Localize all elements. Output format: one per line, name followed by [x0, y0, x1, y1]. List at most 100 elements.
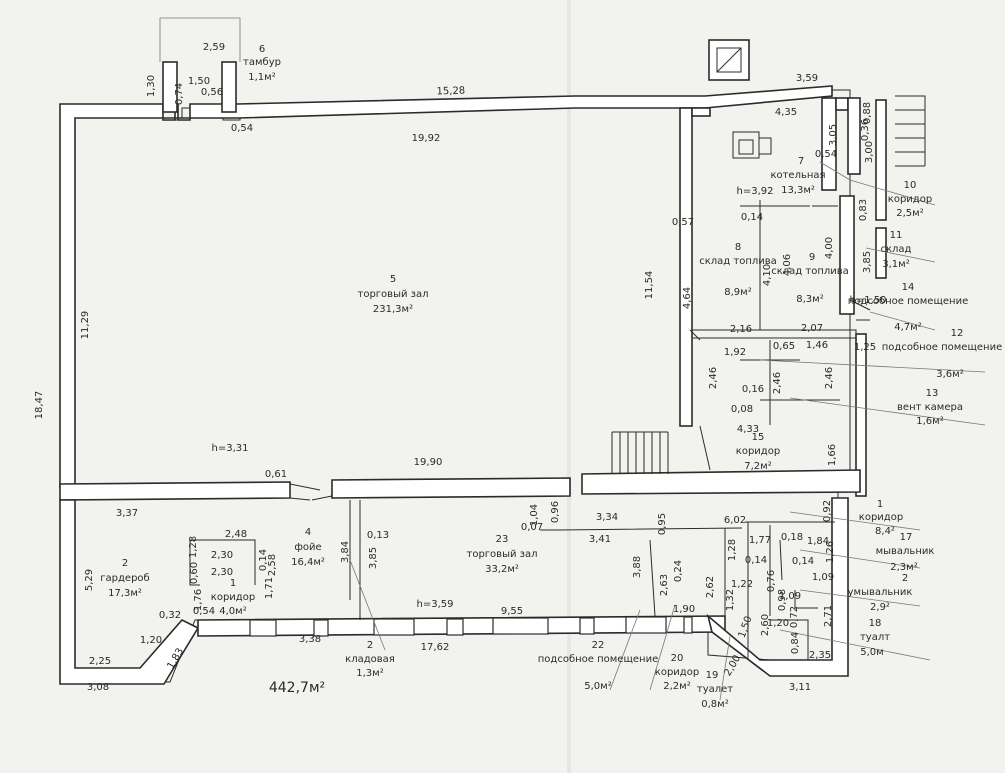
dimension-label: 4,33 — [737, 424, 759, 435]
room-2-area: 17,3м² — [108, 588, 142, 599]
dimension-label: 0,92 — [822, 500, 833, 522]
room-5-area: 231,3м² — [373, 304, 413, 315]
dimension-label: 2,59 — [203, 42, 225, 53]
room-4-number: 4 — [305, 527, 311, 538]
room-19-name: туалет — [697, 684, 733, 695]
room-9-area: 8,3м² — [796, 294, 823, 305]
dimension-label: 1,26 — [825, 541, 836, 563]
dimension-label: 0,74 — [174, 83, 185, 105]
dimension-label: 1,50 — [188, 76, 210, 87]
dimension-label: 2,00 — [723, 653, 744, 678]
dimension-label: 2,62 — [705, 576, 716, 598]
dimension-label: 3,00 — [864, 141, 875, 163]
dimension-label: 4,35 — [775, 107, 797, 118]
dimension-label: 9,55 — [501, 606, 523, 617]
room-10-number: 10 — [904, 180, 917, 191]
dimension-label: 2,46 — [708, 367, 719, 389]
room-2c-area: 2,9² — [870, 602, 890, 613]
dimension-label: 0,60 — [189, 562, 200, 584]
room-2c-name: умывальник — [848, 587, 913, 598]
room-17-area: 2,3м² — [890, 562, 917, 573]
room-1b-area: 8,4² — [875, 526, 895, 537]
room-6-name: тамбур — [243, 57, 281, 68]
walls — [59, 17, 926, 685]
dimension-label: 0,56 — [201, 87, 223, 98]
dimension-label: 3,34 — [596, 512, 618, 523]
room-4-name: фойе — [294, 542, 321, 553]
dimension-label: 2,58 — [267, 554, 278, 576]
room-8-number: 8 — [735, 242, 741, 253]
room-2-name: гардероб — [100, 573, 149, 584]
room-labels: 6 тамбур 1,1м² 5 торговый зал 231,3м² 7 … — [100, 44, 1002, 710]
room-19-area: 0,8м² — [701, 699, 728, 710]
dimension-label: 0,95 — [657, 513, 668, 535]
room-19-number: 19 — [706, 670, 719, 681]
dimension-label: 1,20 — [140, 635, 162, 646]
dimension-label: 0,84 — [790, 632, 801, 654]
dimension-label: 3,59 — [796, 73, 818, 84]
dimension-label: 0,76 — [766, 570, 777, 592]
room-9-name: склад топлива — [771, 266, 849, 277]
dimension-label: 1,90 — [673, 604, 695, 615]
room-10-name: коридор — [888, 194, 932, 205]
room-17-number: 17 — [900, 532, 913, 543]
page-fold — [567, 0, 571, 773]
room-5-name: торговый зал — [358, 289, 429, 300]
room-1b-name: коридор — [859, 512, 903, 523]
room-14-area: 4,7м² — [894, 322, 921, 333]
dimension-label: 1,04 — [529, 504, 540, 526]
dimension-label: 1,25 — [854, 342, 876, 353]
dimension-label: 4,06 — [782, 254, 793, 276]
room-23-area: 33,2м² — [485, 564, 519, 575]
dimension-label: 1,28 — [727, 539, 738, 561]
height-label: h=3,31 — [212, 443, 249, 454]
room-22-number: 22 — [592, 640, 605, 651]
dimension-label: 4,64 — [682, 287, 693, 309]
room-20-name: коридор — [655, 667, 699, 678]
room-13-name: вент камера — [897, 402, 963, 413]
dimension-label: 0,54 — [231, 123, 253, 134]
dimension-label: 2,30 — [211, 567, 233, 578]
room-23-name: торговый зал — [467, 549, 538, 560]
dimension-label: 11,29 — [80, 311, 91, 340]
height-label: h=3,59 — [417, 599, 454, 610]
dimension-label: 3,38 — [299, 634, 321, 645]
leader-lines — [349, 161, 986, 701]
dimension-label: 0,16 — [742, 384, 764, 395]
dimension-label: 0,13 — [367, 530, 389, 541]
room-1-name: коридор — [211, 592, 255, 603]
room-2b-number: 2 — [367, 640, 373, 651]
dimension-label: 0,14 — [745, 555, 767, 566]
room-2c-number: 2 — [902, 573, 908, 584]
dimension-label: 3,08 — [87, 682, 109, 693]
dimension-label: 15,28 — [436, 86, 465, 98]
height-label: h=1,50 — [850, 295, 887, 306]
dimension-label: 1,46 — [806, 340, 828, 351]
dimension-label: 1,66 — [827, 444, 838, 466]
dimension-label: 2,48 — [225, 529, 247, 540]
room-15-area: 7,2м² — [744, 461, 771, 472]
room-18-label: 5,0м — [860, 647, 883, 658]
room-22-name: подсобное помещение — [538, 654, 658, 665]
dimension-label: 0,54 — [193, 606, 215, 617]
room-17-name: мывальник — [876, 546, 935, 557]
room-15-number: 15 — [752, 432, 765, 443]
room-11-number: 11 — [890, 230, 903, 241]
dimension-label: 0,14 — [258, 549, 269, 571]
dimension-label: 4,10 — [762, 264, 773, 286]
room-10-area: 2,5м² — [896, 208, 923, 219]
dimension-label: 0,72 — [789, 606, 800, 628]
dimension-label: 2,46 — [772, 372, 783, 394]
dimension-label: 5,29 — [84, 569, 95, 591]
dimension-label: 3,11 — [789, 682, 811, 693]
dimension-label: 18,47 — [34, 391, 45, 420]
dimension-label: 0,07 — [521, 522, 543, 533]
room-14-number: 14 — [902, 282, 915, 293]
room-22-area: 5,0м² — [584, 681, 611, 692]
total-area: 442,7м² — [269, 680, 325, 696]
dimension-label: 2,46 — [824, 367, 835, 389]
dimension-label: 1,71 — [264, 577, 275, 599]
dimension-label: 2,60 — [760, 614, 771, 636]
dimension-label: 0,57 — [672, 217, 694, 228]
